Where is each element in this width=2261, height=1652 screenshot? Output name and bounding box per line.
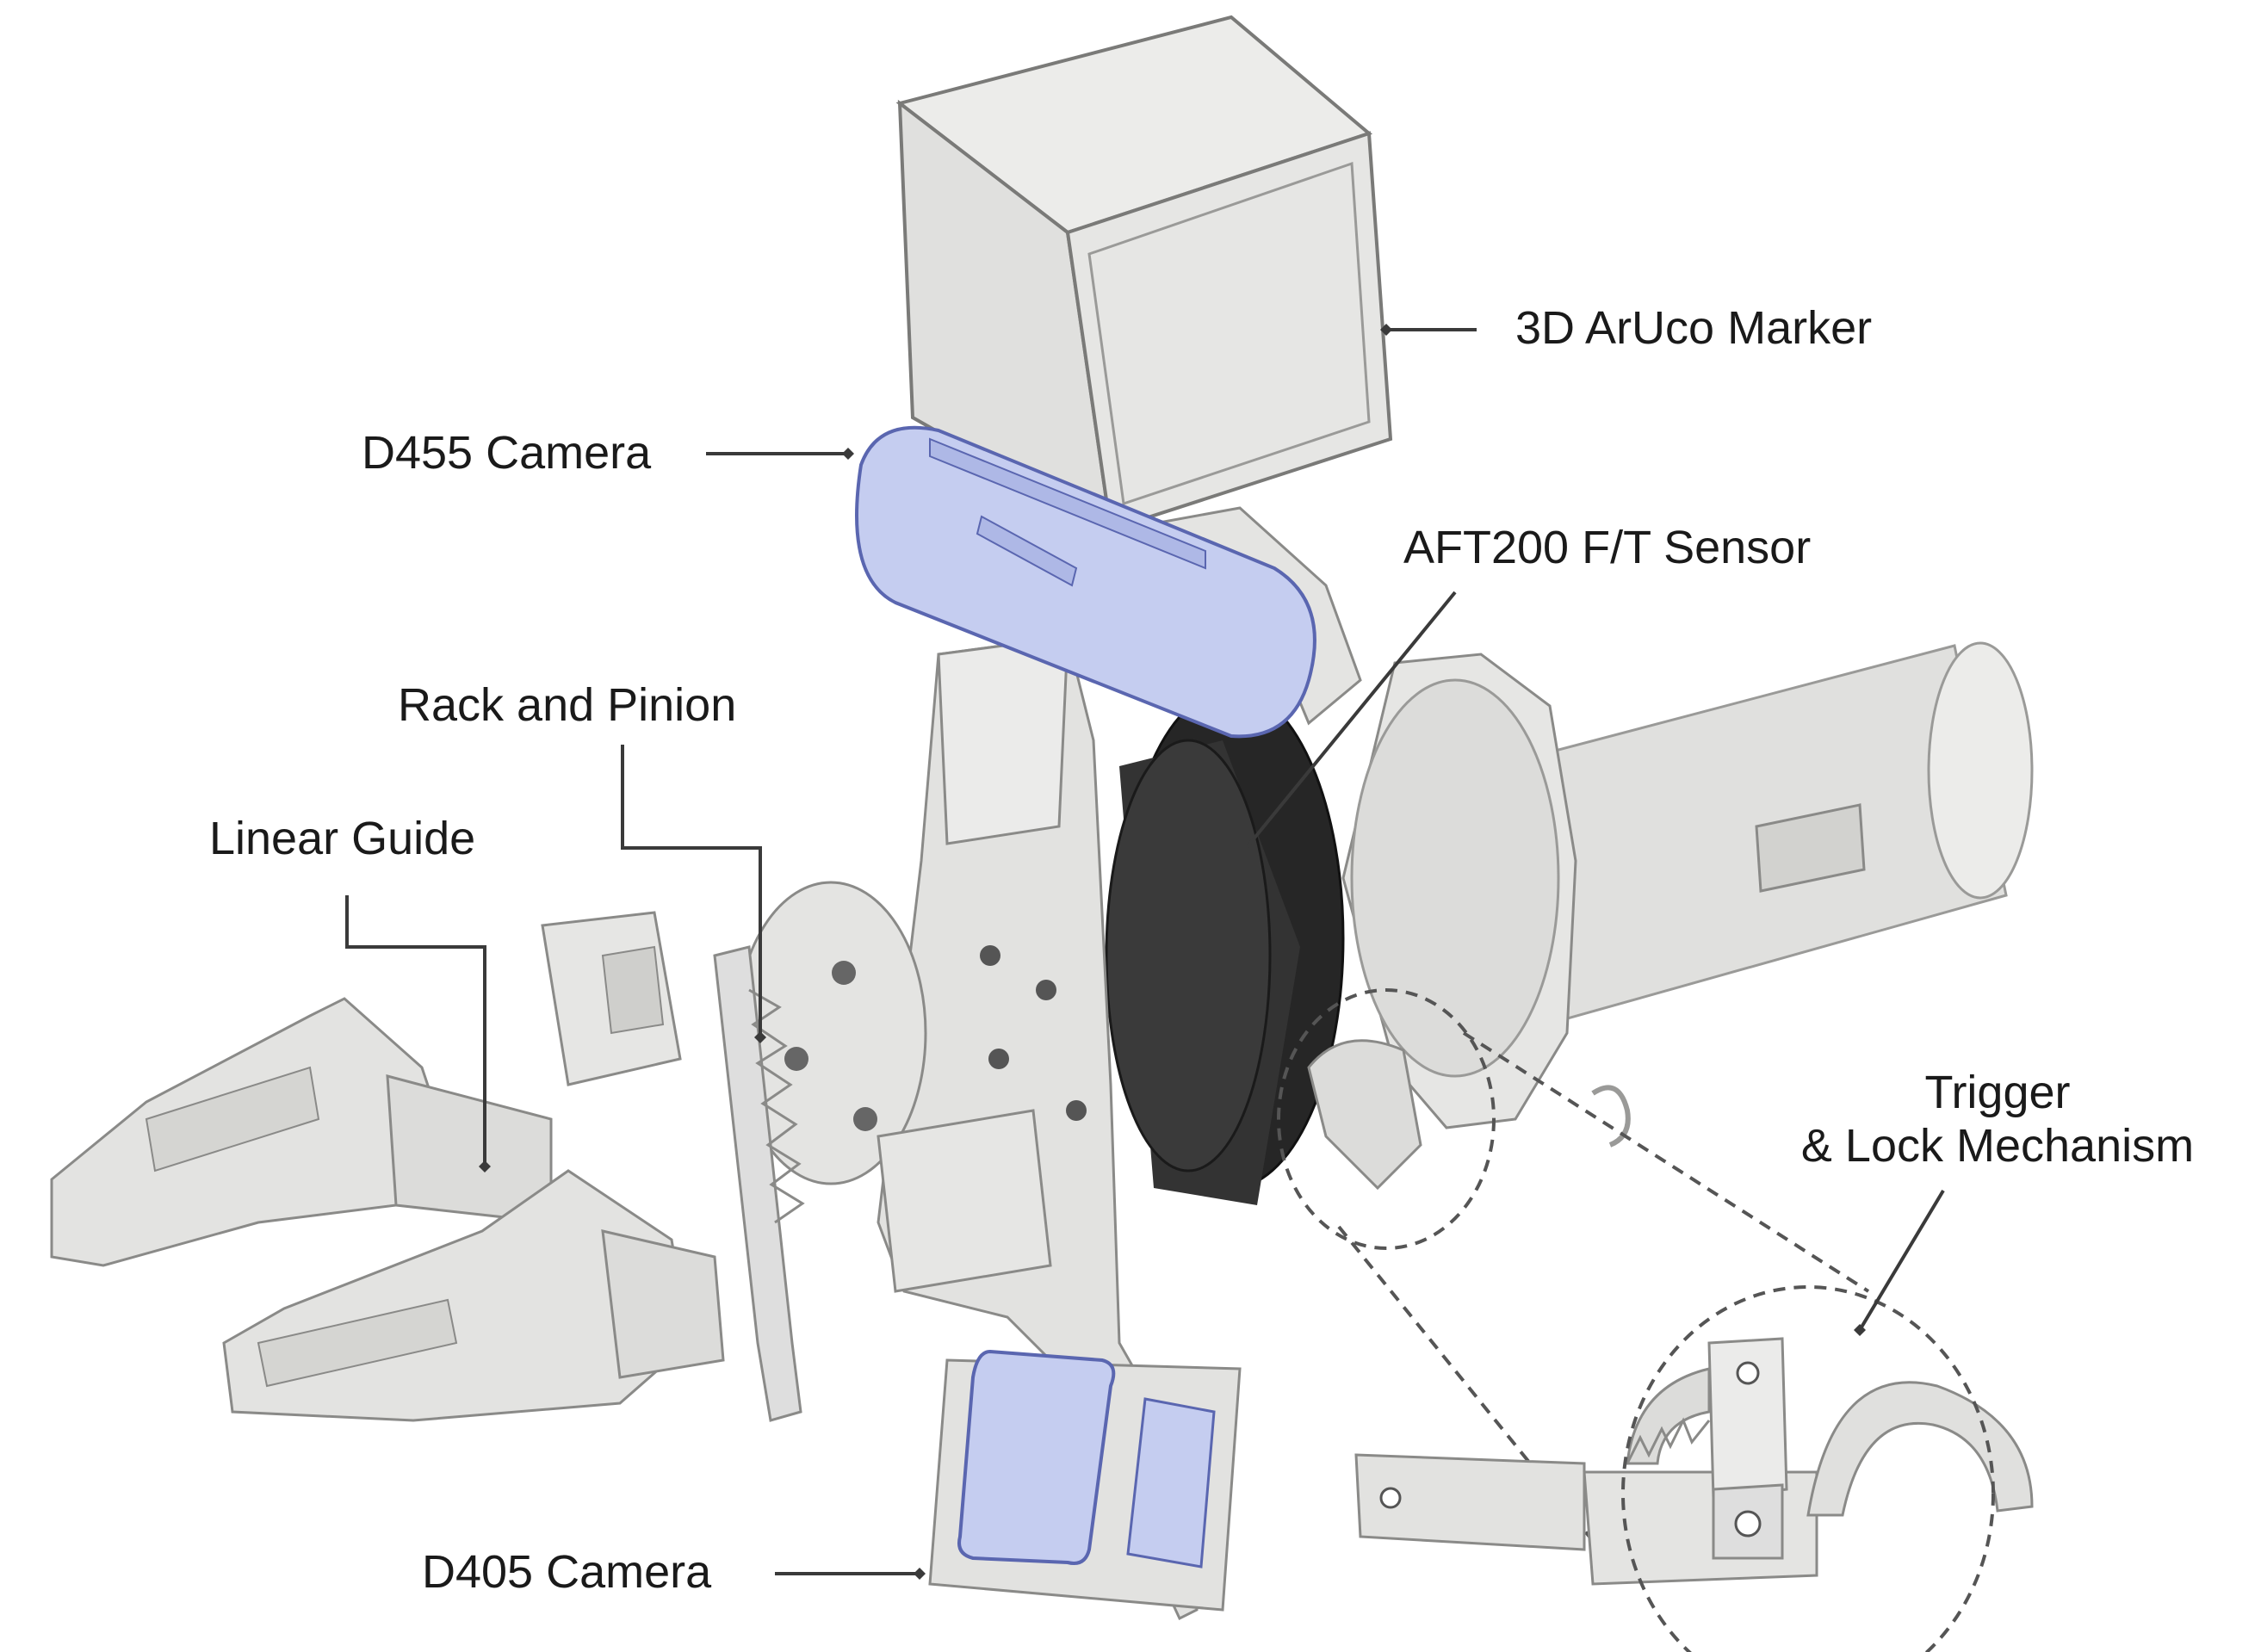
label-linear-guide: Linear Guide: [209, 813, 476, 864]
label-d405-camera: D405 Camera: [422, 1546, 712, 1598]
trigger-small: [1307, 1039, 1631, 1191]
label-trigger-line1: Trigger: [1924, 1067, 2071, 1118]
label-rack-and-pinion: Rack and Pinion: [398, 679, 737, 731]
label-aruco-marker: 3D ArUco Marker: [1515, 302, 1873, 354]
trigger-detail: [1354, 1337, 2034, 1586]
aruco-cube: [895, 15, 1393, 533]
handle-tube: [1462, 641, 2034, 1035]
mounting-plate: [1341, 653, 1577, 1129]
leader-trigger: [1854, 1189, 1945, 1336]
lower-finger: [222, 1169, 725, 1422]
rack-bar: [713, 945, 805, 1422]
leader-rack: [621, 745, 766, 1043]
zoom-line-upper: [1462, 1031, 1870, 1293]
upper-finger: [50, 997, 553, 1267]
label-trigger-lock: Trigger & Lock Mechanism: [1791, 1066, 2204, 1172]
d455-camera: [855, 425, 1316, 739]
pinion-disk: [734, 881, 927, 1185]
label-d455-camera: D455 Camera: [362, 427, 652, 479]
trigger-detail-circle-small: [1277, 988, 1496, 1250]
aft200-sensor: [1105, 687, 1345, 1205]
clamp-block: [877, 1109, 1052, 1293]
leader-linear: [345, 895, 491, 1172]
trigger-detail-circle-large: [1621, 1285, 1995, 1652]
d405-camera: [928, 1349, 1242, 1612]
leader-aft200: [1238, 591, 1457, 857]
label-aft200-sensor: AFT200 F/T Sensor: [1403, 522, 1812, 573]
label-trigger-line2: & Lock Mechanism: [1800, 1120, 2195, 1172]
